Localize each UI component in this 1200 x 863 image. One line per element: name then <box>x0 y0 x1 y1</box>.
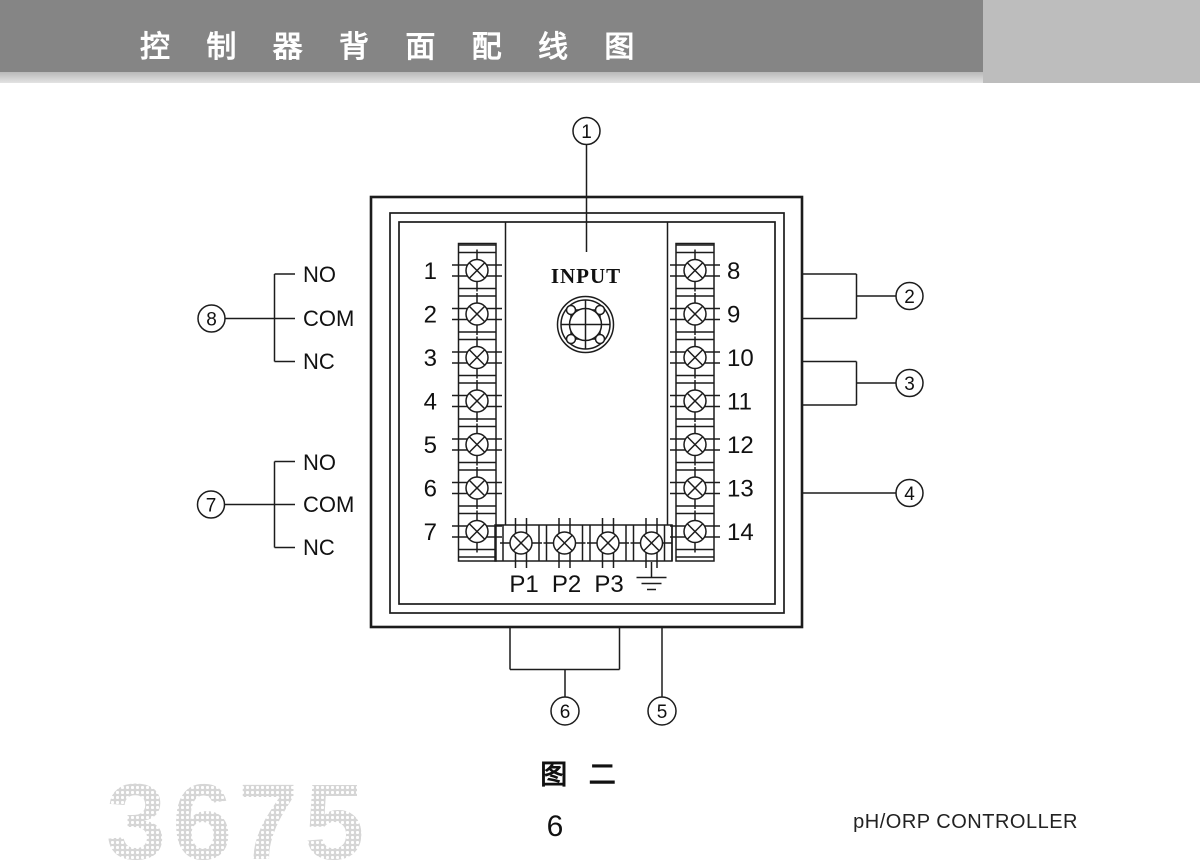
relay-contact-label: COM <box>303 306 354 331</box>
terminal-number: 11 <box>727 389 752 416</box>
terminal-strip-right: 8 9 10 11 12 13 14 <box>669 242 754 562</box>
screw-terminal-13 <box>669 466 721 510</box>
terminal-label-p3: P3 <box>594 571 623 598</box>
input-section: INPUT <box>551 264 621 354</box>
terminal-number: 5 <box>424 432 437 459</box>
terminal-number: 10 <box>727 345 754 372</box>
callout-number: 1 <box>581 122 592 143</box>
header-accent-block <box>983 0 1200 83</box>
terminal-strip-bottom: P1 P2 P3 <box>494 517 674 598</box>
callout-number: 7 <box>206 496 217 517</box>
terminal-number: 7 <box>424 519 437 546</box>
callout-number: 2 <box>904 287 915 308</box>
screw-terminal-10 <box>669 335 721 380</box>
earth-ground-icon <box>636 562 667 591</box>
header-bar <box>0 0 983 72</box>
terminal-number: 1 <box>424 258 437 285</box>
terminal-number: 2 <box>424 302 437 329</box>
callout-2: 2 <box>803 273 924 320</box>
terminal-label-p2: P2 <box>552 571 581 598</box>
terminal-number: 12 <box>727 432 754 459</box>
terminal-number: 6 <box>424 476 437 503</box>
screw-terminal-3 <box>451 335 503 380</box>
terminal-number: 9 <box>727 302 740 329</box>
screw-terminal-14 <box>669 509 721 554</box>
callout-1: 1 <box>572 116 601 252</box>
product-name: pH/ORP CONTROLLER <box>853 811 1078 833</box>
screw-terminal-1 <box>451 248 503 293</box>
screw-terminal-5 <box>451 422 503 467</box>
callout-number: 3 <box>904 374 915 395</box>
relay-contact-label: NC <box>303 349 335 374</box>
screw-terminal-12 <box>669 422 721 467</box>
terminal-number: 13 <box>727 476 754 503</box>
callout-number: 6 <box>560 702 571 723</box>
callout-8-relay-group: 8 NO COM NC <box>197 262 354 374</box>
terminal-label-p1: P1 <box>509 571 538 598</box>
terminal-number: 3 <box>424 345 437 372</box>
terminal-number: 8 <box>727 258 740 285</box>
page-number: 6 <box>546 810 564 843</box>
header-underline-strip <box>0 72 983 83</box>
page-title: 控 制 器 背 面 配 线 图 <box>140 31 649 64</box>
watermark-dot-overlay <box>90 760 410 863</box>
relay-contact-label: NC <box>303 535 335 560</box>
screw-terminal-2 <box>451 292 503 336</box>
relay-contact-label: COM <box>303 492 354 517</box>
relay-contact-label: NO <box>303 450 336 475</box>
screw-terminal-9 <box>669 292 721 336</box>
screw-terminal-11 <box>669 379 721 423</box>
terminal-number: 4 <box>424 389 437 416</box>
callout-5: 5 <box>647 628 677 726</box>
screw-terminal-8 <box>669 248 721 293</box>
callout-7-relay-group: 7 NO COM NC <box>196 450 354 560</box>
figure-caption: 图 二 <box>540 760 616 790</box>
callout-number: 4 <box>904 484 915 505</box>
callout-number: 8 <box>206 310 217 331</box>
relay-contact-label: NO <box>303 262 336 287</box>
callout-4: 4 <box>803 478 924 508</box>
screw-terminal-6 <box>451 466 503 510</box>
callout-6: 6 <box>509 628 621 726</box>
terminal-strip-left: 1 2 3 4 5 6 7 <box>424 242 503 562</box>
screw-terminal-4 <box>451 379 503 423</box>
callout-3: 3 <box>803 360 924 406</box>
callout-number: 5 <box>657 702 668 723</box>
input-label: INPUT <box>551 264 621 288</box>
terminal-number: 14 <box>727 519 754 546</box>
bnc-connector-icon <box>556 295 615 354</box>
